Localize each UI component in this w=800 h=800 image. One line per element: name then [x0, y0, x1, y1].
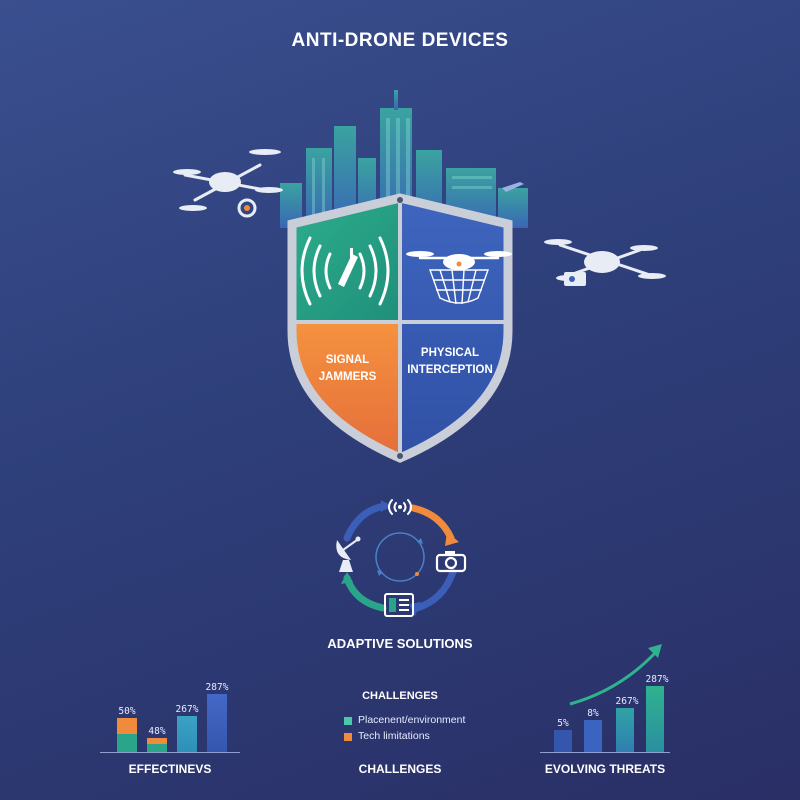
- chart-bar: [616, 708, 634, 752]
- bar-value-label: 287%: [205, 682, 229, 693]
- bar-value-label: 50%: [118, 706, 136, 717]
- bar-value-label: 8%: [587, 708, 599, 719]
- legend-item: Tech limitations: [344, 730, 494, 744]
- shield-diagram: [287, 193, 513, 463]
- trend-arrow-icon: [569, 644, 662, 706]
- signal-icon: [388, 499, 412, 515]
- threats-chart: 5% 8% 267% 287%: [540, 640, 670, 753]
- drone-left-icon: [173, 149, 283, 218]
- chart-bar: [117, 718, 137, 734]
- chart-bar: [177, 716, 197, 752]
- effectiveness-label: EFFECTINEVS: [128, 762, 212, 776]
- adaptive-cycle-diagram: [341, 500, 459, 616]
- effectiveness-chart: 50% 48% 267% 287%: [100, 672, 240, 754]
- city-skyline: [280, 90, 528, 228]
- chart-baseline: [540, 752, 670, 753]
- evolving-threats-label: EVOLVING THREATS: [544, 762, 666, 776]
- challenges-title: CHALLENGES: [362, 690, 438, 702]
- signal-jammers-label: SIGNAL JAMMERS: [318, 354, 377, 383]
- chart-bar: [147, 738, 167, 744]
- page-title: ANTI-DRONE DEVICES: [291, 30, 509, 51]
- chart-bar: [646, 686, 664, 752]
- legend-swatch-teal: [344, 717, 352, 725]
- drone-right-icon: [544, 239, 666, 286]
- control-panel-icon: [384, 593, 414, 617]
- bar-value-label: 267%: [175, 704, 199, 715]
- legend-item: Placenent/environment: [344, 714, 494, 728]
- chart-bar: [117, 734, 137, 752]
- legend-text: Placenent/environment: [358, 714, 466, 726]
- legend-swatch-orange: [344, 733, 352, 741]
- legend-text: Tech limitations: [358, 730, 430, 742]
- bar-value-label: 267%: [615, 696, 639, 707]
- chart-bar: [554, 730, 572, 752]
- camera-icon: [435, 551, 467, 573]
- bar-value-label: 5%: [557, 718, 569, 729]
- adaptive-solutions-label: ADAPTIVE SOLUTIONS: [327, 636, 473, 651]
- bar-value-label: 48%: [148, 726, 166, 737]
- chart-baseline: [100, 752, 240, 753]
- chart-bar: [207, 694, 227, 752]
- chart-bar: [147, 744, 167, 752]
- challenges-label: CHALLENGES: [358, 762, 442, 776]
- bar-value-label: 287%: [645, 674, 669, 685]
- chart-bar: [584, 720, 602, 752]
- satellite-dish-icon: [336, 536, 361, 572]
- physical-interception-label: PHYSICAL INTERCEPTION: [407, 347, 493, 376]
